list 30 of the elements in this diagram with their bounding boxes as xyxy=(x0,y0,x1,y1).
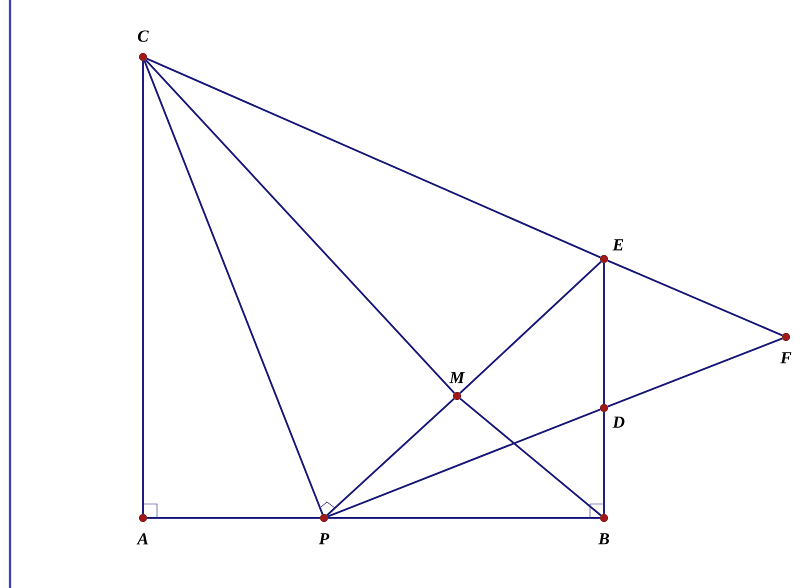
line-segment xyxy=(147,517,320,519)
node-label: E xyxy=(612,239,624,250)
node-label: F xyxy=(780,352,792,364)
line-segment xyxy=(142,61,144,514)
line-segment xyxy=(607,260,783,336)
line-segment xyxy=(603,412,605,514)
node-label: D xyxy=(612,416,624,428)
line-segment xyxy=(327,408,601,518)
point: E xyxy=(600,239,624,264)
point: C xyxy=(138,30,149,62)
line-segment xyxy=(144,60,324,515)
point: A xyxy=(136,514,148,544)
line-segment xyxy=(326,398,455,516)
node-label: M xyxy=(449,372,465,384)
line-segment xyxy=(603,263,605,404)
line-segment xyxy=(607,338,783,408)
line-segment xyxy=(146,58,601,258)
point: M xyxy=(449,372,465,400)
point: F xyxy=(780,332,792,364)
line-segment xyxy=(460,398,602,516)
line-segment xyxy=(145,59,455,394)
point: P xyxy=(318,514,330,544)
line-segment xyxy=(328,517,600,519)
node-label: P xyxy=(318,533,330,544)
node-label: C xyxy=(138,30,149,42)
line-segment xyxy=(459,261,602,394)
node-label: A xyxy=(136,533,148,544)
node-label: B xyxy=(598,533,609,544)
point: D xyxy=(600,404,624,428)
point: B xyxy=(598,514,609,544)
